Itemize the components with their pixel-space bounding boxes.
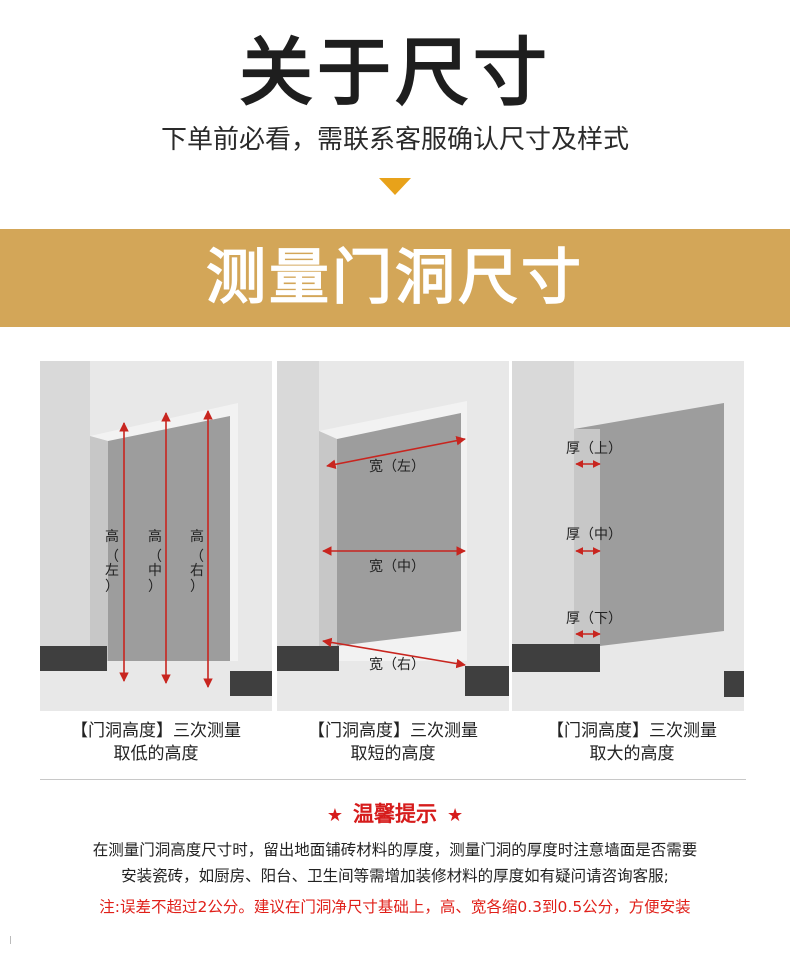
section-banner: 测量门洞尺寸 <box>0 229 790 327</box>
height-caption: 【门洞高度】三次测量 取低的高度 <box>31 720 281 766</box>
width-caption-line2: 取短的高度 <box>350 744 436 764</box>
banner-title: 测量门洞尺寸 <box>206 243 584 313</box>
label-thickness-top: 厚（上） <box>566 441 622 457</box>
label-thickness-bottom: 厚（下） <box>566 611 622 627</box>
width-measure-diagram: 宽（左） 宽（中） 宽（右） <box>277 361 509 711</box>
page-title: 关于尺寸 <box>239 30 551 116</box>
tips-line-1: 在测量门洞高度尺寸时，留出地面铺砖材料的厚度，测量门洞的厚度时注意墙面是否需要 <box>92 841 698 859</box>
tips-heading: ★ 温馨提示 ★ <box>0 800 790 830</box>
label-height-mid-word: 中 <box>148 563 162 579</box>
tips-line-2: 安装瓷砖，如厨房、阳台、卫生间等需增加装修材料的厚度如有疑问请咨询客服; <box>121 867 669 885</box>
tips-title: 温馨提示 <box>353 802 437 826</box>
label-width-right: 宽（右） <box>369 656 425 673</box>
thickness-caption: 【门洞高度】三次测量 取大的高度 <box>507 720 757 766</box>
tips-note: 注:误差不超过2公分。建议在门洞净尺寸基础上，高、宽各缩0.3到0.5公分，方便… <box>99 898 691 916</box>
label-height-right: 高 <box>190 528 204 545</box>
star-icon: ★ <box>447 805 464 826</box>
label-height-left-open: （ <box>105 549 119 565</box>
label-height-mid: 高 <box>148 528 162 545</box>
thickness-measure-diagram: 厚（上） 厚（中） 厚（下） <box>512 361 744 711</box>
height-caption-line2: 取低的高度 <box>113 744 199 764</box>
height-caption-line1: 【门洞高度】三次测量 <box>71 721 241 741</box>
chevron-down-icon <box>379 178 411 195</box>
label-height-mid-close: ） <box>148 579 162 595</box>
height-measure-diagram: 高 （ 左 ） 高 （ 中 ） 高 （ 右 ） <box>40 361 272 711</box>
width-caption: 【门洞高度】三次测量 取短的高度 <box>268 720 518 766</box>
label-width-mid: 宽（中） <box>369 558 425 575</box>
width-caption-line1: 【门洞高度】三次测量 <box>308 721 478 741</box>
label-height-right-open: （ <box>190 549 204 565</box>
label-height-mid-open: （ <box>148 549 162 565</box>
page-subtitle: 下单前必看，需联系客服确认尺寸及样式 <box>160 125 629 155</box>
label-height-right-close: ） <box>190 579 204 595</box>
label-width-left: 宽（左） <box>369 458 425 475</box>
thickness-caption-line2: 取大的高度 <box>589 744 675 764</box>
label-thickness-mid: 厚（中） <box>566 527 622 543</box>
edge-mark <box>10 936 11 944</box>
label-height-left-word: 左 <box>105 563 119 579</box>
divider <box>40 779 746 780</box>
thickness-caption-line1: 【门洞高度】三次测量 <box>547 721 717 741</box>
label-height-left-close: ） <box>105 579 119 595</box>
star-icon: ★ <box>326 805 343 826</box>
label-height-left: 高 <box>105 528 119 545</box>
label-height-right-word: 右 <box>190 563 204 579</box>
